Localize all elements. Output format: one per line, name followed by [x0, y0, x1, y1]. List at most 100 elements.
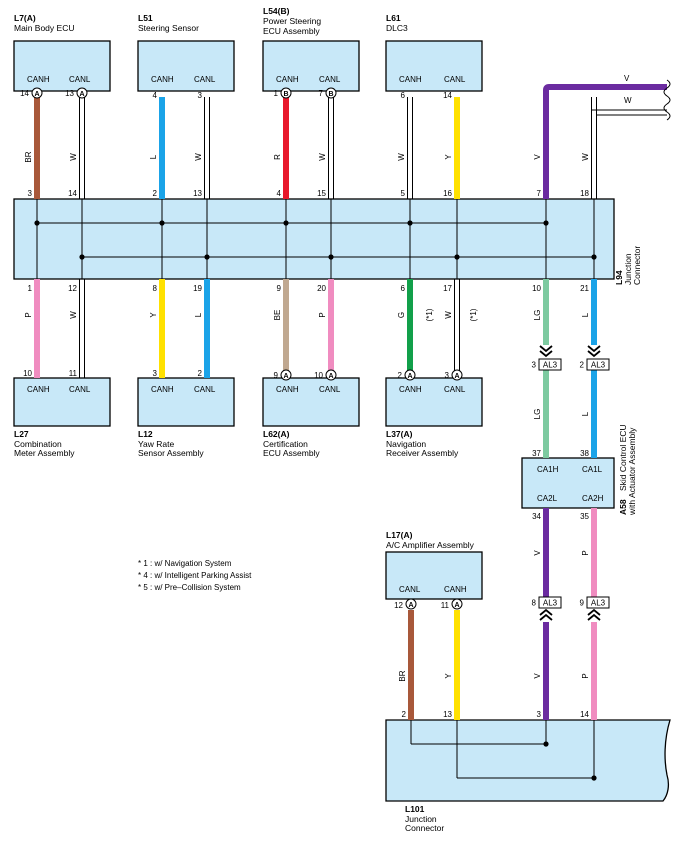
l61-box: [385, 40, 483, 92]
l62-circle-left: [280, 369, 292, 381]
l37-pin-no-right: 3: [445, 371, 450, 380]
l54-circle-right: [325, 87, 337, 99]
a58-pin-no-tl: 37: [532, 449, 541, 458]
l54-circle-right-letter: B: [328, 91, 333, 98]
al3-upper-2-pin: 2: [580, 361, 585, 370]
l17-label: L17(A) A/C Amplifier Assembly: [386, 530, 475, 550]
top-wire-color-10: W: [581, 153, 590, 161]
a58-box: [521, 457, 615, 509]
l94-bottom-pin-3: 8: [153, 284, 158, 293]
top-wire-color-7: W: [397, 153, 406, 161]
l12-label: L12 Yaw Rate Sensor Assembly: [138, 429, 204, 458]
l12-box: [137, 377, 235, 427]
l27-pin-no-right: 11: [69, 369, 78, 378]
l17-name: A/C Amplifier Assembly: [386, 540, 475, 550]
right-wire-v-label: V: [624, 74, 630, 83]
l94-top-pin-4: 13: [193, 189, 202, 198]
lower-wire-color-1: V: [533, 550, 542, 556]
l94-dot-h-2: [159, 220, 165, 226]
l101-name1: Junction: [405, 814, 437, 824]
l62-pin-canl: CANL: [319, 385, 341, 394]
l62-pin-no-left: 9: [274, 371, 279, 380]
l94-bottom-pin-7: 6: [401, 284, 406, 293]
l17-circle-left: [405, 598, 417, 610]
l27-pin-no-left: 10: [23, 369, 32, 378]
bottom-wire-color-10: L: [581, 312, 590, 317]
mid-wire-color-2: L: [581, 411, 590, 416]
l101-box: [385, 719, 671, 802]
top-wire-color-3: L: [149, 154, 158, 159]
l94-top-pin-7: 5: [401, 189, 406, 198]
a58-pin-no-tr: 38: [580, 449, 589, 458]
l7-id: L7(A): [14, 13, 36, 23]
l54-circle-left-letter: B: [283, 91, 288, 98]
l7-circle-right: [76, 87, 88, 99]
l94-bottom-pin-5: 9: [277, 284, 282, 293]
note-star1-b: (*1): [469, 308, 478, 321]
l94-bottom-pin-2: 12: [68, 284, 77, 293]
l12-pin-canh: CANH: [151, 385, 174, 394]
l37-pin-canl: CANL: [444, 385, 466, 394]
a58-pin-ca1h: CA1H: [537, 465, 559, 474]
l101-dot-2: [591, 775, 597, 781]
l101-pin-4: 14: [580, 710, 589, 719]
l101-wire-color-3: V: [533, 673, 542, 679]
l7-pin-canh: CANH: [27, 75, 50, 84]
al3-lower-1-pin: 8: [532, 599, 537, 608]
a58-id: A58: [618, 499, 628, 515]
note-5: * 5 : w/ Pre–Collision System: [138, 583, 241, 592]
mid-wire-color-1: LG: [533, 409, 542, 420]
notes: * 1 : w/ Navigation System * 4 : w/ Inte…: [138, 559, 252, 592]
l17-circle-right: [451, 598, 463, 610]
l94-top-pin-10: 18: [580, 189, 589, 198]
l101-name2: Connector: [405, 823, 444, 833]
l94-name2: Connector: [632, 246, 642, 285]
l7-pin-no-right: 13: [65, 89, 74, 98]
tail-w-outer: [591, 109, 667, 199]
a58-pin-no-bl: 34: [532, 512, 541, 521]
l101-pin-2: 13: [443, 710, 452, 719]
l7-pin-canl: CANL: [69, 75, 91, 84]
l94-name1: Junction: [623, 253, 633, 285]
l37-pin-canh: CANH: [399, 385, 422, 394]
al3-upper-1-pin: 3: [532, 361, 537, 370]
al3-upper-2-box: [586, 358, 610, 371]
al3-upper-1-label: AL3: [543, 361, 558, 370]
note-4: * 4 : w/ Intelligent Parking Assist: [138, 571, 252, 580]
l51-pin-canl: CANL: [194, 75, 216, 84]
top-wire-color-4: W: [194, 153, 203, 161]
l37-box: [385, 377, 483, 427]
l94-label: L94 Junction Connector: [614, 246, 642, 285]
a58-pin-ca1l: CA1L: [582, 465, 603, 474]
l54-label: L54(B) Power Steering ECU Assembly: [263, 6, 321, 36]
bottom-wire-color-3: Y: [149, 312, 158, 318]
l27-pin-canl: CANL: [69, 385, 91, 394]
l61-pin-no-left: 6: [401, 91, 406, 100]
l37-circle-left: [404, 369, 416, 381]
l62-label: L62(A) Certification ECU Assembly: [263, 429, 320, 458]
a58-label: A58 Skid Control ECU with Actuator Assem…: [618, 424, 637, 516]
l101-id: L101: [405, 804, 425, 814]
l51-label: L51 Steering Sensor: [138, 13, 199, 33]
l62-pin-no-right: 10: [314, 371, 323, 380]
l54-name1: Power Steering: [263, 16, 321, 26]
l94-bottom-pin-10: 21: [580, 284, 589, 293]
l94-dot-h-0: [34, 220, 40, 226]
l51-pin-canh: CANH: [151, 75, 174, 84]
l7-circle-right-letter: A: [79, 91, 84, 98]
a58-pin-no-br: 35: [580, 512, 589, 521]
l51-name: Steering Sensor: [138, 23, 199, 33]
l61-pin-no-right: 14: [443, 91, 452, 100]
l54-pin-canh: CANH: [276, 75, 299, 84]
l12-pin-no-right: 2: [198, 369, 203, 378]
l27-name1: Combination: [14, 439, 62, 449]
l12-pin-canl: CANL: [194, 385, 216, 394]
l54-box: [262, 40, 360, 92]
l61-id: L61: [386, 13, 401, 23]
l61-label: L61 DLC3: [386, 13, 408, 33]
bottom-wire-color-6: P: [318, 312, 327, 317]
l12-name1: Yaw Rate: [138, 439, 174, 449]
l62-pin-canh: CANH: [276, 385, 299, 394]
al3-chev-2-a: [587, 345, 601, 353]
